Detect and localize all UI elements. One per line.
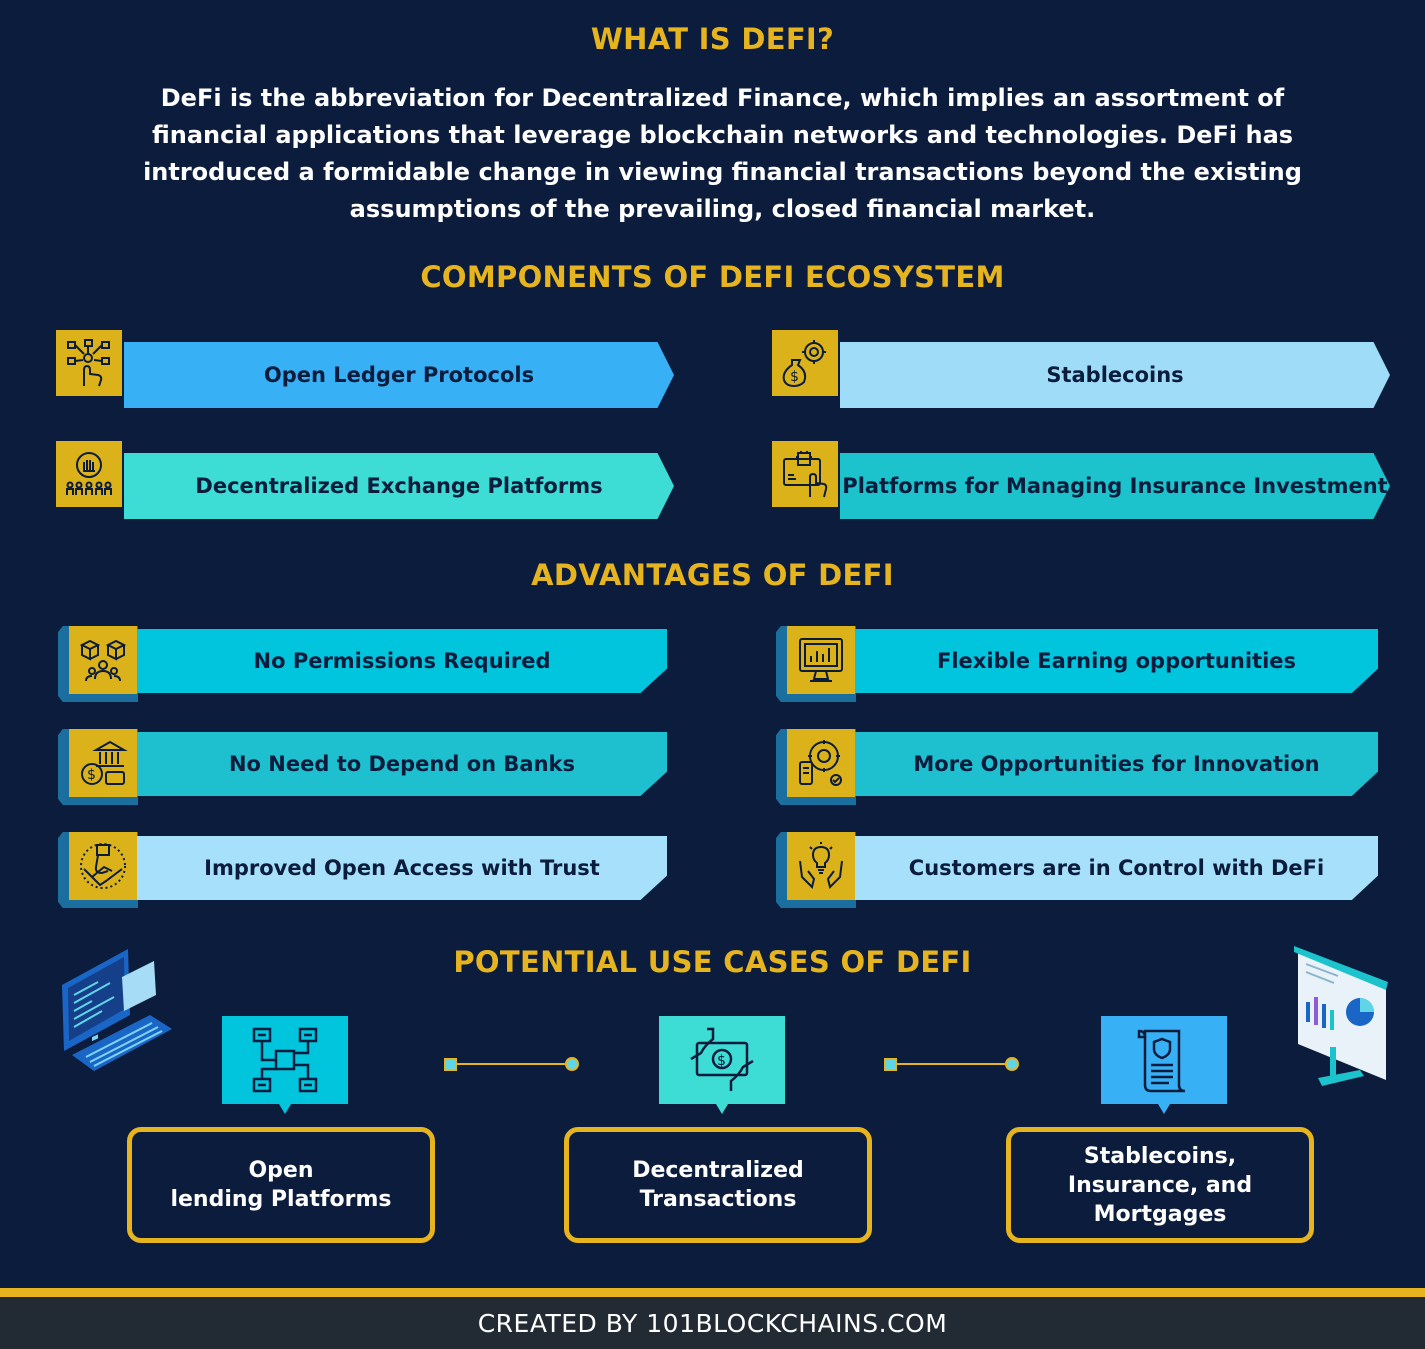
component-label: Open Ledger Protocols xyxy=(124,342,674,408)
component-label: Stablecoins xyxy=(840,342,1390,408)
use-case-lending: Open lending Platforms xyxy=(127,1127,435,1243)
hands-bulb-icon xyxy=(787,832,855,900)
hand-network-icon xyxy=(56,330,122,396)
use-cases-heading: POTENTIAL USE CASES OF DEFI xyxy=(453,945,972,979)
intro-paragraph: DeFi is the abbreviation for Decentraliz… xyxy=(143,84,1302,223)
gear-innovation-icon xyxy=(787,729,855,797)
footer-credit: CREATED BY 101BLOCKCHAINS.COM xyxy=(0,1297,1425,1349)
fist-people-icon xyxy=(56,441,122,507)
use-case-transactions: Decentralized Transactions xyxy=(564,1127,872,1243)
cubes-people-icon xyxy=(69,626,137,694)
component-label: Decentralized Exchange Platforms xyxy=(124,453,674,519)
presentation-board-icon xyxy=(1290,942,1390,1090)
money-bag-gear-icon: $ xyxy=(772,330,838,396)
what-is-heading: WHAT IS DEFI? xyxy=(590,22,835,56)
chip-touch-icon xyxy=(772,441,838,507)
svg-text:$: $ xyxy=(87,767,96,783)
advantage-label: More Opportunities for Innovation xyxy=(855,732,1378,796)
advantages-heading: ADVANTAGES OF DEFI xyxy=(531,558,894,592)
component-label: Platforms for Managing Insurance Investm… xyxy=(840,453,1390,519)
computer-keyboard-icon xyxy=(58,945,178,1080)
svg-text:$: $ xyxy=(790,369,799,385)
handshake-icon xyxy=(69,832,137,900)
components-heading: COMPONENTS OF DEFI ECOSYSTEM xyxy=(420,260,1005,294)
use-case-stablecoins: Stablecoins, Insurance, and Mortgages xyxy=(1006,1127,1314,1243)
network-blocks-icon xyxy=(222,1016,348,1114)
advantage-label: Customers are in Control with DeFi xyxy=(855,836,1378,900)
cash-exchange-icon: $ xyxy=(659,1016,785,1114)
document-shield-icon xyxy=(1101,1016,1227,1114)
monitor-chart-icon xyxy=(787,626,855,694)
advantage-label: No Need to Depend on Banks xyxy=(137,732,667,796)
advantage-label: Improved Open Access with Trust xyxy=(137,836,667,900)
advantage-label: No Permissions Required xyxy=(137,629,667,693)
footer-divider xyxy=(0,1288,1425,1297)
svg-text:$: $ xyxy=(717,1053,726,1069)
bank-coin-icon: $ xyxy=(69,729,137,797)
advantage-label: Flexible Earning opportunities xyxy=(855,629,1378,693)
